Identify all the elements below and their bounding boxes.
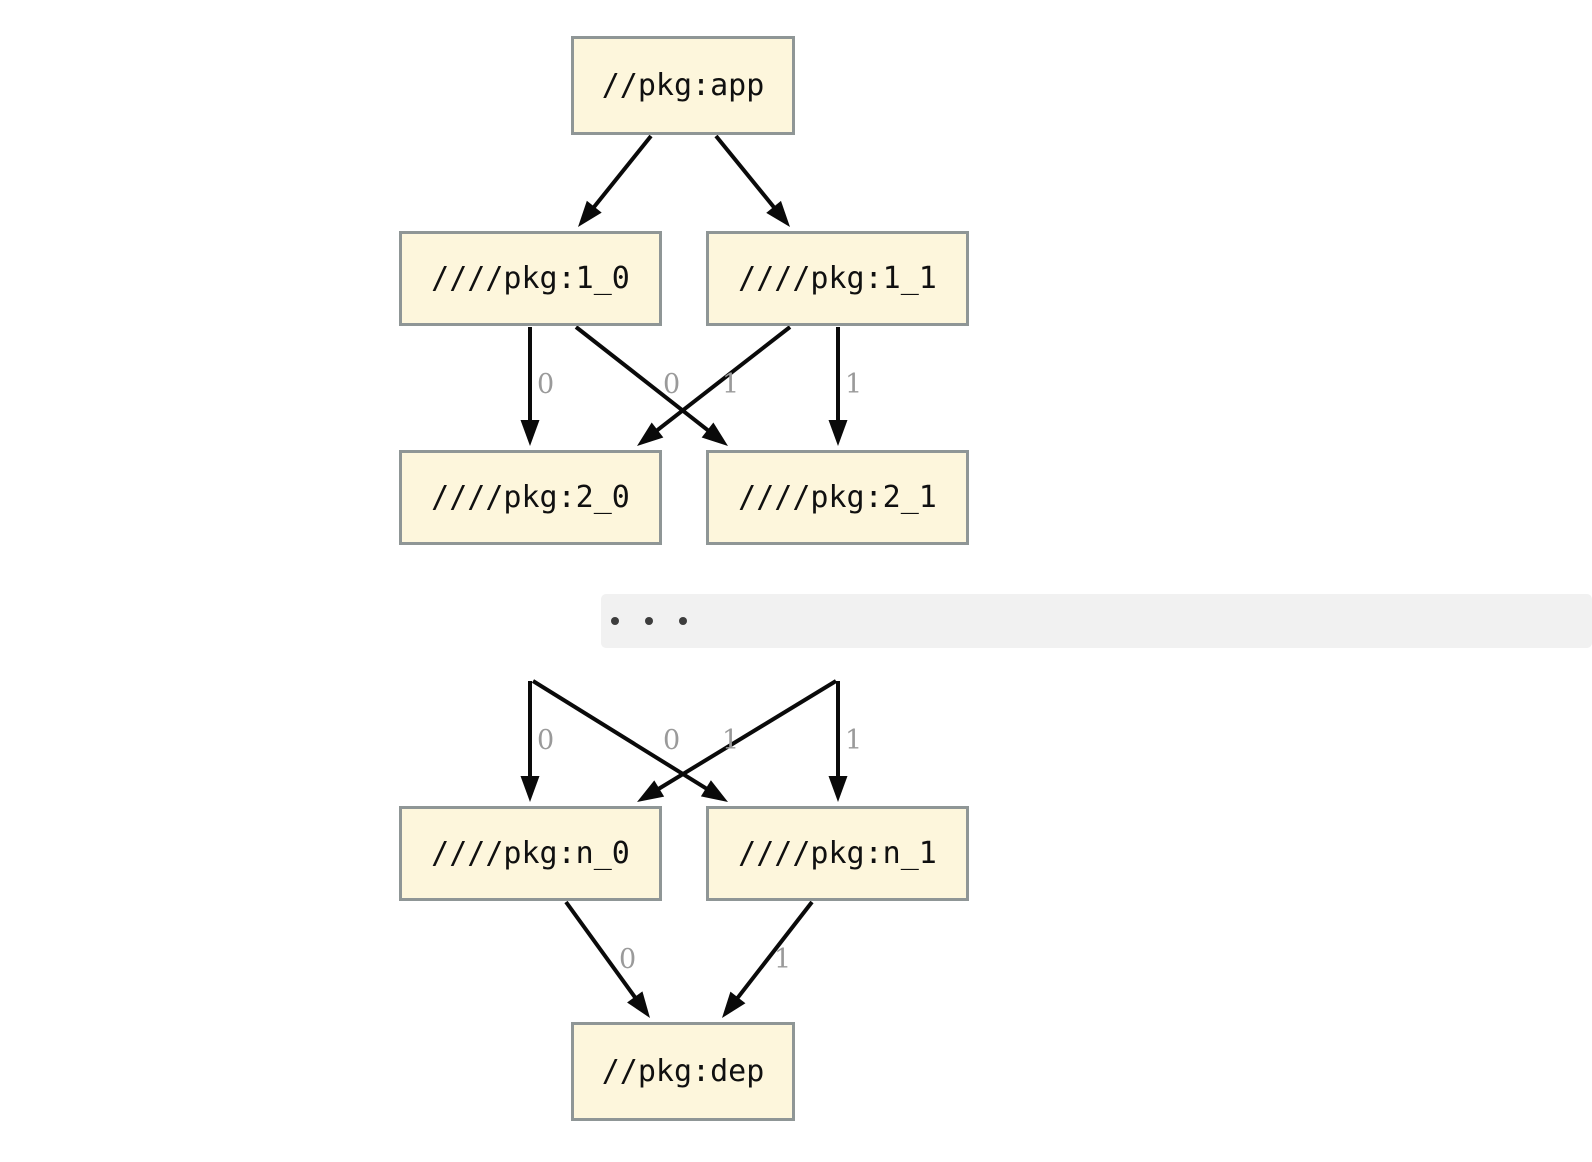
edge-line-e-n0-dep (564, 900, 640, 1003)
edge-label-e-cut-n0: 0 (537, 725, 555, 756)
edge-line-e-app-11 (714, 134, 779, 213)
ellipsis-dot-2 (645, 617, 653, 625)
edge-line-e-app-10 (588, 134, 653, 213)
edge-line-e-n1-dep (732, 900, 814, 1004)
node-ln_1[interactable]: ////pkg:n_1 (706, 806, 969, 901)
edge-arrowhead-e-app-10 (578, 200, 602, 227)
edge-label-e-n1-dep: 1 (774, 944, 792, 975)
edge-line-e-11-20 (651, 325, 792, 436)
edge-arrowhead-e-cut-n0 (520, 776, 540, 802)
node-app[interactable]: //pkg:app (571, 36, 795, 135)
edge-label-e-11-21: 1 (845, 369, 863, 400)
edge-arrowhead-e-cut-n0b (637, 780, 665, 802)
ellipsis-dot-3 (679, 617, 687, 625)
ellipsis-dot-1 (611, 617, 619, 625)
edge-label-e-10-20: 0 (537, 369, 555, 400)
edge-label-e-11-20: 1 (722, 369, 740, 400)
node-label: ////pkg:2_1 (738, 480, 937, 515)
node-label: ////pkg:n_1 (738, 836, 937, 871)
edge-label-e-10-21: 0 (663, 369, 681, 400)
edge-label-e-n0-dep: 0 (619, 944, 637, 975)
node-label: ////pkg:1_0 (431, 261, 630, 296)
edge-line-e-10-21 (574, 325, 714, 436)
edge-line-e-cut-n0b (653, 679, 838, 794)
ellipsis-dots (611, 614, 687, 628)
edge-label-e-cut-n0b: 1 (722, 725, 740, 756)
ellipsis-band (601, 594, 1592, 648)
edge-arrowhead-e-10-20 (520, 420, 540, 446)
edge-arrowhead-e-cut-n1 (700, 780, 728, 802)
node-label: ////pkg:2_0 (431, 480, 630, 515)
node-l2_1[interactable]: ////pkg:2_1 (706, 450, 969, 545)
edges-group (520, 134, 848, 1018)
node-l1_0[interactable]: ////pkg:1_0 (399, 231, 662, 326)
node-l2_0[interactable]: ////pkg:2_0 (399, 450, 662, 545)
node-ln_0[interactable]: ////pkg:n_0 (399, 806, 662, 901)
edge-arrowhead-e-10-21 (701, 422, 728, 446)
node-label: ////pkg:1_1 (738, 261, 937, 296)
edge-arrowhead-e-n1-dep (722, 991, 746, 1018)
edge-arrowhead-e-n0-dep (627, 991, 650, 1018)
node-l1_1[interactable]: ////pkg:1_1 (706, 231, 969, 326)
edge-arrowhead-e-11-20 (637, 422, 664, 446)
edge-arrowhead-e-11-21 (828, 420, 848, 446)
edge-arrowhead-e-app-11 (766, 200, 790, 227)
node-label: //pkg:app (601, 68, 765, 103)
node-label: //pkg:dep (601, 1054, 765, 1089)
edge-arrowhead-e-cut-n1b (828, 776, 848, 802)
edge-label-e-cut-n1b: 1 (845, 725, 863, 756)
node-dep[interactable]: //pkg:dep (571, 1022, 795, 1121)
edge-label-e-cut-n1: 0 (663, 725, 681, 756)
node-label: ////pkg:n_0 (431, 836, 630, 871)
